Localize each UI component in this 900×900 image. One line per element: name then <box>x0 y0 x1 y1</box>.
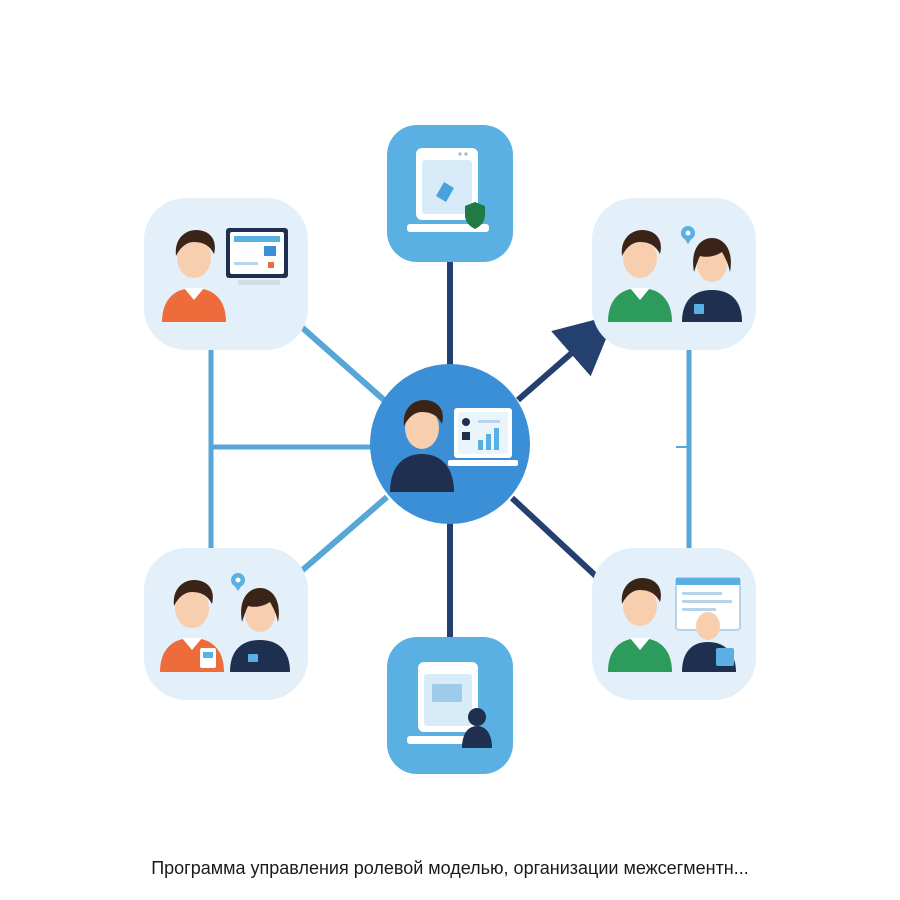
node-bottom[interactable] <box>387 637 513 774</box>
node-top[interactable] <box>387 125 513 262</box>
secure-device-icon <box>407 148 489 232</box>
connector-top-right-arrow <box>516 314 617 403</box>
node-bottom-right[interactable] <box>592 548 756 700</box>
connector-top-left <box>295 320 386 403</box>
admin-with-dashboard-icon <box>390 400 518 492</box>
node-top-left[interactable] <box>144 198 308 350</box>
user-pair-icon <box>608 226 742 322</box>
user-at-monitor-icon <box>162 228 288 322</box>
node-center[interactable] <box>370 364 530 524</box>
device-with-user-icon <box>407 662 492 748</box>
user-pair-document-icon <box>608 577 741 672</box>
connector-bottom-left <box>296 494 389 577</box>
user-pair-badge-icon <box>160 573 290 672</box>
connector-bottom-right <box>509 495 601 581</box>
diagram-caption: Программа управления ролевой моделью, ор… <box>151 858 749 878</box>
network-diagram <box>144 125 756 774</box>
node-bottom-left[interactable] <box>144 548 308 700</box>
node-top-right[interactable] <box>592 198 756 350</box>
connectors <box>208 258 692 638</box>
